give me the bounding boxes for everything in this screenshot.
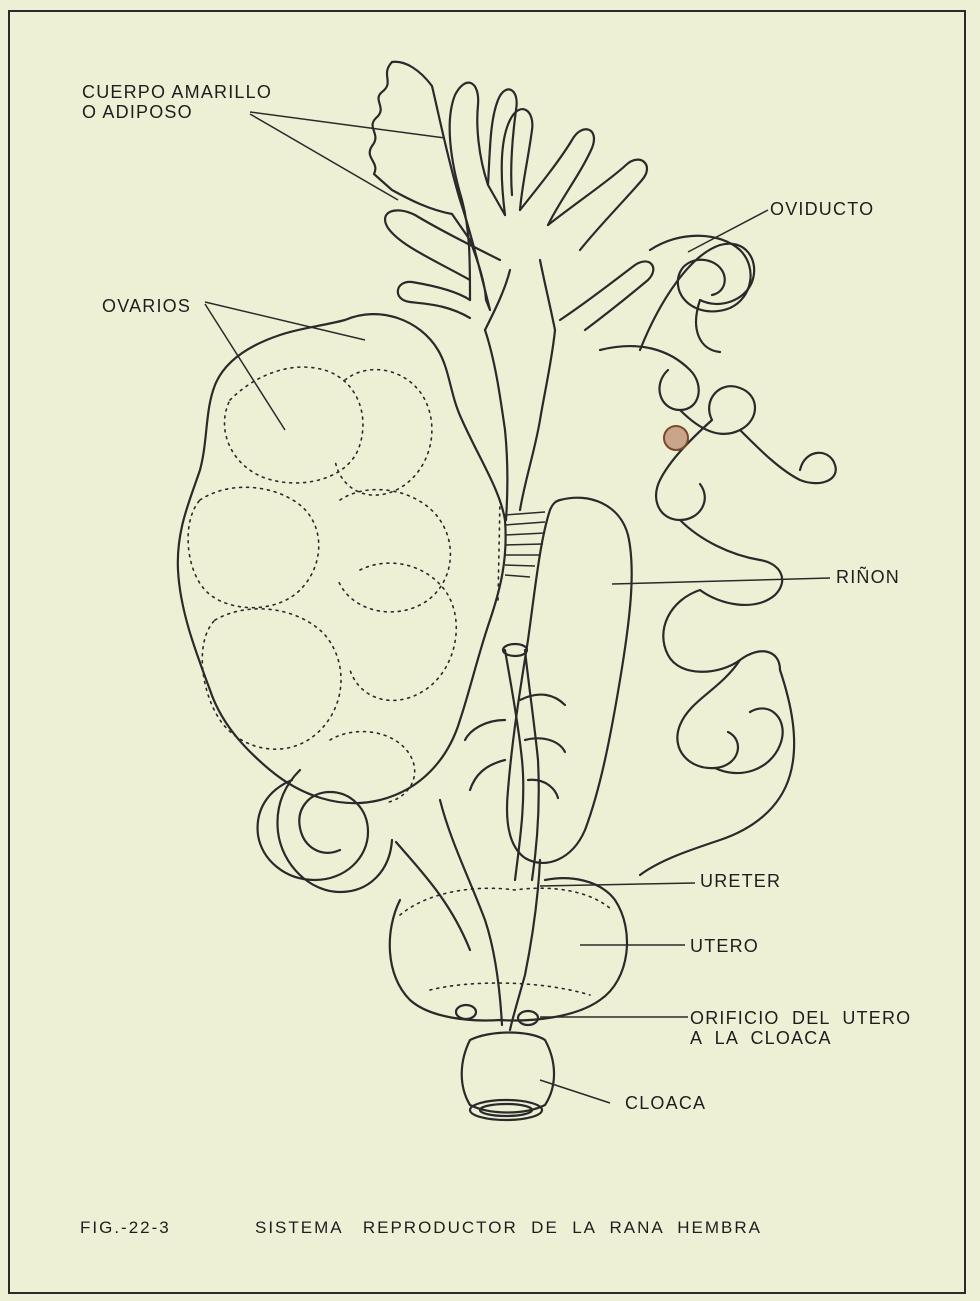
uterus-dashed-outline: [400, 888, 612, 915]
oviduct-spot: [664, 426, 688, 450]
uterus-orifice-left: [456, 1005, 476, 1019]
label-cloaca: CLOACA: [625, 1093, 706, 1113]
figure-number: FIG.-22-3: [80, 1218, 171, 1238]
uterus-orifice-right: [518, 1011, 538, 1025]
label-ureter: URETER: [700, 871, 781, 891]
label-fat-body: CUERPO AMARILLO O ADIPOSO: [82, 82, 272, 122]
label-uterus: UTERO: [690, 936, 759, 956]
uterus-lower-dashed: [430, 983, 590, 995]
label-uterus-orifice: ORIFICIO DEL UTERO A LA CLOACA: [690, 1008, 911, 1048]
label-ovaries: OVARIOS: [102, 296, 191, 316]
figure-title: SISTEMA REPRODUCTOR DE LA RANA HEMBRA: [255, 1218, 762, 1238]
kidney-shape: [507, 498, 632, 863]
ovary-shape: [178, 314, 506, 803]
right-oviduct-tube: [600, 346, 836, 875]
label-oviduct: OVIDUCTO: [770, 199, 874, 219]
left-oviduct-coil: [258, 770, 470, 950]
fat-body-shape: [370, 62, 490, 310]
label-kidney: RIÑON: [836, 567, 900, 587]
ureter-left: [440, 800, 502, 1025]
ureter-right: [510, 860, 540, 1030]
